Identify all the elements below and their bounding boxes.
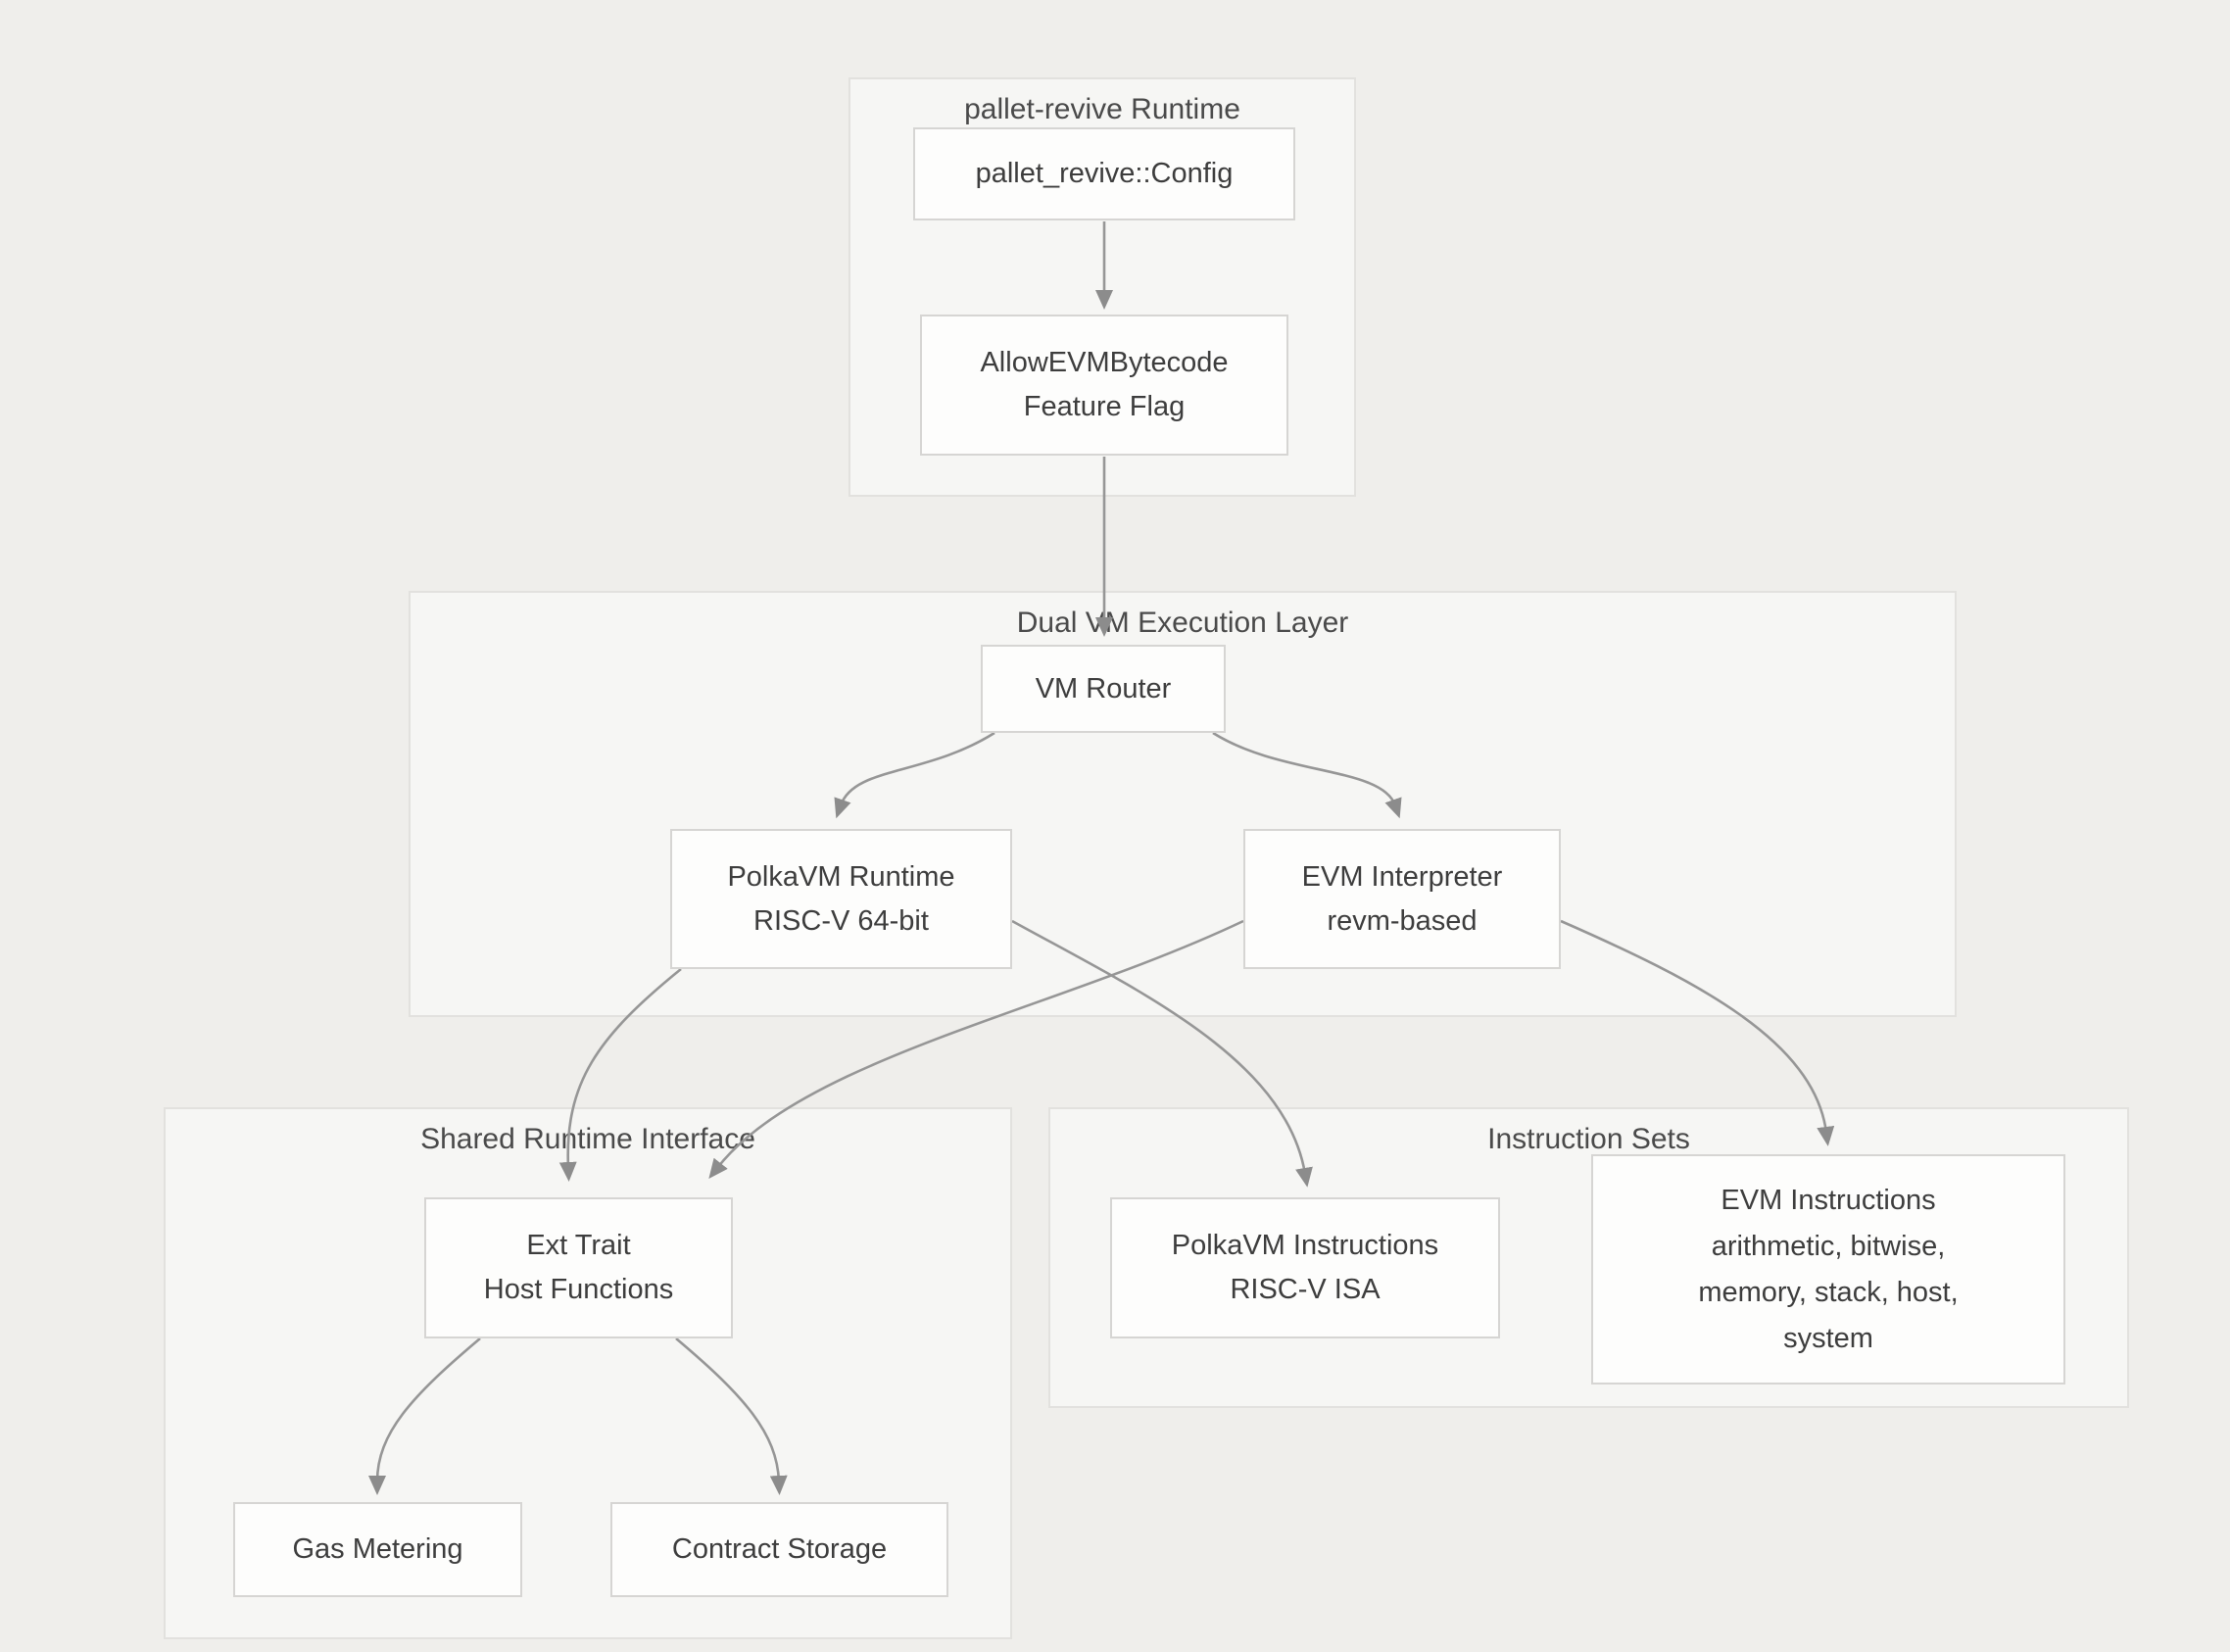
node-evm-interpreter: EVM Interpreter revm-based: [1243, 829, 1561, 969]
node-label: memory, stack, host,: [1698, 1276, 1959, 1308]
node-label: PolkaVM Instructions: [1171, 1230, 1439, 1261]
node-label: Gas Metering: [292, 1533, 463, 1565]
node-pallet-revive-config: pallet_revive::Config: [913, 127, 1295, 220]
node-label: EVM Interpreter: [1301, 860, 1503, 893]
node-vm-router: VM Router: [981, 645, 1226, 733]
node-evm-instructions: EVM Instructions arithmetic, bitwise, me…: [1591, 1154, 2065, 1385]
node-label: pallet_revive::Config: [975, 158, 1234, 189]
container-title-shared-runtime-interface: Shared Runtime Interface: [420, 1123, 755, 1155]
node-label: AllowEVMBytecode: [980, 347, 1229, 378]
node-label: Host Functions: [483, 1274, 674, 1305]
node-label: arithmetic, bitwise,: [1711, 1230, 1946, 1262]
node-polkavm-runtime: PolkaVM Runtime RISC-V 64-bit: [670, 829, 1012, 969]
container-title-dual-vm-execution-layer: Dual VM Execution Layer: [1016, 607, 1349, 639]
node-polkavm-instructions: PolkaVM Instructions RISC-V ISA: [1110, 1197, 1500, 1338]
container-title-instruction-sets: Instruction Sets: [1487, 1123, 1690, 1155]
container-title-pallet-revive-runtime: pallet-revive Runtime: [964, 93, 1240, 125]
node-label: Feature Flag: [1023, 391, 1186, 422]
node-label: revm-based: [1327, 904, 1478, 937]
node-label: Contract Storage: [671, 1533, 888, 1565]
node-label: Ext Trait: [526, 1230, 631, 1261]
node-label: RISC-V ISA: [1230, 1274, 1381, 1305]
node-label: VM Router: [1035, 672, 1172, 705]
node-ext-trait-host-functions: Ext Trait Host Functions: [424, 1197, 733, 1338]
node-gas-metering: Gas Metering: [233, 1502, 522, 1597]
node-contract-storage: Contract Storage: [610, 1502, 948, 1597]
node-label: PolkaVM Runtime: [727, 860, 955, 893]
node-allow-evm-bytecode-feature-flag: AllowEVMBytecode Feature Flag: [920, 315, 1288, 456]
node-label: system: [1783, 1322, 1873, 1354]
node-label: RISC-V 64-bit: [753, 904, 929, 937]
node-label: EVM Instructions: [1721, 1184, 1936, 1216]
